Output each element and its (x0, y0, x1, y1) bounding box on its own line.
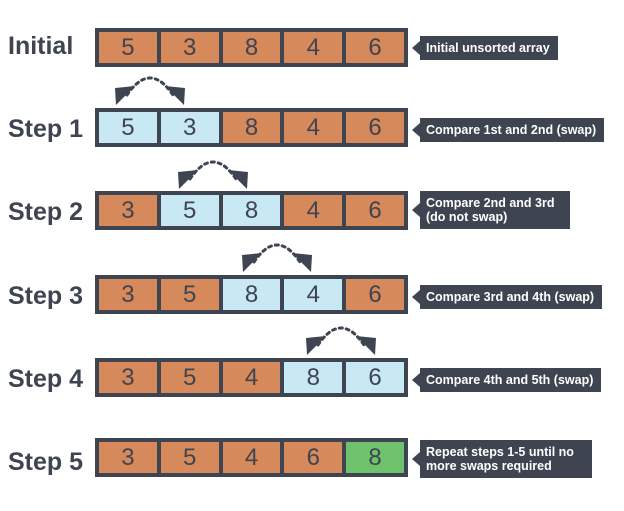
array-cell: 6 (284, 442, 343, 473)
array-cell: 6 (346, 112, 404, 143)
swap-arrow-icon (306, 326, 376, 355)
note-step-2: Compare 2nd and 3rd (do not swap) (412, 191, 570, 229)
array-cell: 8 (222, 279, 281, 310)
array-step-1: 5 3 8 4 6 (95, 108, 408, 147)
row-label-initial: Initial (8, 32, 74, 60)
array-cell: 3 (160, 32, 219, 63)
row-label-step-2: Step 2 (8, 198, 84, 226)
row-label-step-1: Step 1 (8, 115, 84, 143)
array-initial: 5 3 8 4 6 (95, 28, 408, 67)
array-cell: 8 (222, 195, 281, 226)
array-cell: 8 (284, 362, 343, 393)
array-cell: 5 (160, 442, 219, 473)
array-cell: 5 (99, 32, 157, 63)
swap-arrow-icon (242, 243, 312, 272)
array-cell: 3 (160, 112, 219, 143)
swap-arrow-icon (115, 76, 185, 105)
array-cell: 5 (99, 112, 157, 143)
array-step-3: 3 5 8 4 6 (95, 275, 408, 314)
array-cell: 5 (160, 195, 219, 226)
row-label-step-4: Step 4 (8, 365, 84, 393)
array-cell: 3 (99, 279, 157, 310)
row-label-step-3: Step 3 (8, 282, 84, 310)
array-cell: 8 (222, 112, 281, 143)
row-label-step-5: Step 5 (8, 448, 84, 476)
swap-arrow-icon (178, 160, 248, 189)
array-cell: 5 (160, 279, 219, 310)
note-initial: Initial unsorted array (412, 36, 558, 60)
array-cell: 4 (284, 279, 343, 310)
array-step-5: 3 5 4 6 8 (95, 438, 408, 477)
array-cell: 3 (99, 442, 157, 473)
array-cell: 4 (222, 442, 281, 473)
array-step-4: 3 5 4 8 6 (95, 358, 408, 397)
array-cell: 4 (222, 362, 281, 393)
note-step-3: Compare 3rd and 4th (swap) (411, 285, 603, 309)
array-cell: 6 (346, 195, 404, 226)
array-step-2: 3 5 8 4 6 (95, 191, 408, 230)
array-cell: 6 (346, 32, 404, 63)
array-cell: 6 (346, 362, 404, 393)
array-cell: 3 (99, 362, 157, 393)
array-cell: 6 (346, 279, 404, 310)
array-cell: 5 (160, 362, 219, 393)
note-step-5: Repeat steps 1-5 until no more swaps req… (412, 440, 592, 478)
array-cell: 8 (222, 32, 281, 63)
note-step-1: Compare 1st and 2nd (swap) (411, 118, 605, 142)
array-cell: 4 (284, 112, 343, 143)
array-cell: 4 (284, 32, 343, 63)
array-cell: 4 (284, 195, 343, 226)
array-cell: 8 (346, 442, 404, 473)
array-cell: 3 (99, 195, 157, 226)
note-step-4: Compare 4th and 5th (swap) (411, 368, 602, 392)
